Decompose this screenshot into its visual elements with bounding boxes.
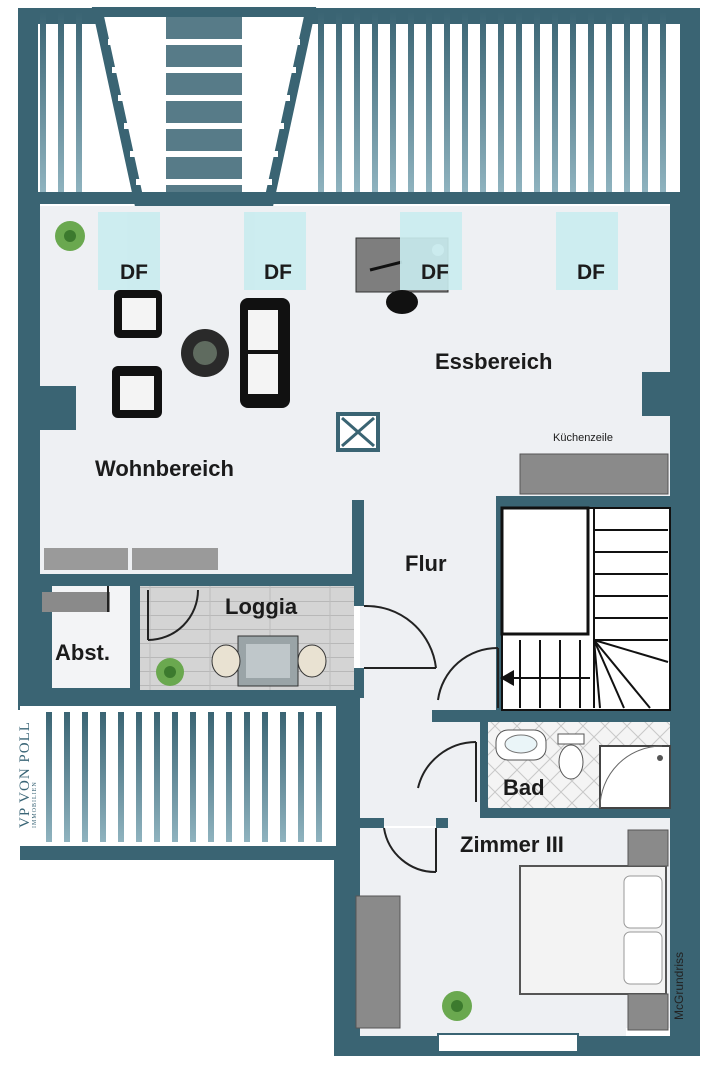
room-label-bad: Bad (503, 775, 545, 800)
storage-room (42, 586, 130, 688)
skylight-label: DF (577, 261, 605, 284)
skylight-3 (400, 212, 462, 290)
room-label-abst: Abst. (55, 640, 110, 665)
plant-icon (442, 991, 472, 1021)
credit-label: McGrundriss (672, 951, 686, 1020)
room-label-loggia: Loggia (225, 594, 298, 619)
sofa-icon (240, 298, 290, 408)
armchair-icon (112, 366, 162, 418)
shower-icon (599, 745, 671, 809)
living-furniture (44, 221, 290, 570)
skylight-4 (556, 212, 618, 290)
chimney-icon (336, 412, 380, 452)
room-label-kuechenzeile: Küchenzeile (553, 432, 613, 444)
skylight-label: DF (421, 261, 449, 284)
lower-balcony (20, 706, 336, 860)
walls (18, 192, 700, 1056)
sink-icon (495, 729, 547, 761)
plant-icon (156, 658, 184, 686)
skylight-label: DF (120, 261, 148, 284)
skylight-2 (244, 212, 306, 290)
plant-icon (55, 221, 85, 251)
top-balcony (18, 7, 700, 211)
brand-name: VON POLL (17, 721, 33, 803)
coffee-table-icon (181, 329, 229, 377)
room-label-essbereich: Essbereich (435, 349, 553, 374)
bedroom (355, 818, 670, 1053)
room-label-zimmer3: Zimmer III (460, 832, 564, 857)
brand-logo: VP VON POLL IMMOBILIEN (14, 708, 44, 830)
brand-mark: VP (17, 806, 33, 828)
toilet-icon (557, 733, 585, 780)
balcony-stripes (40, 12, 666, 192)
skylight-label: DF (264, 261, 292, 284)
armchair-icon (114, 290, 162, 338)
loggia-room (140, 586, 354, 690)
interior-walls (40, 372, 672, 870)
bathroom (417, 722, 671, 809)
skylight-1 (98, 212, 160, 290)
skylights (98, 212, 618, 290)
staircase (500, 506, 671, 711)
arrow-left-icon (500, 670, 514, 686)
room-label-wohnbereich: Wohnbereich (95, 456, 234, 481)
bed-icon (519, 865, 667, 995)
outdoor-staircase (91, 7, 317, 211)
hallway (360, 586, 499, 818)
room-label-flur: Flur (405, 551, 447, 576)
sideboard-icon (44, 548, 218, 570)
kitchen-counter (519, 453, 669, 495)
